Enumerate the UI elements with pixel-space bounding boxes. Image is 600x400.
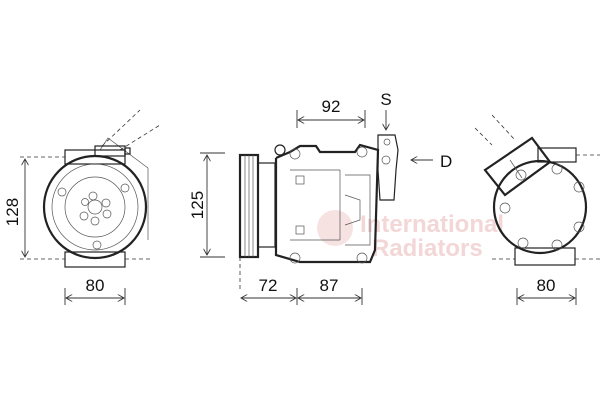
dimension-front-height: 128 [3, 156, 150, 260]
dimension-front-width: 80 [64, 276, 126, 305]
dimension-rear-width: 80 [516, 276, 577, 305]
watermark-logo: International Radiators [317, 210, 504, 262]
side-view [238, 134, 399, 290]
port-offset-label: 92 [322, 97, 341, 116]
dimension-side-lengths: 72 87 [241, 276, 363, 305]
svg-text:International: International [360, 211, 504, 238]
front-view [42, 109, 161, 268]
pulley-length-label: 72 [259, 276, 278, 295]
discharge-label: D [440, 152, 452, 171]
rear-width-label: 80 [537, 276, 556, 295]
dimension-port-offset: 92 [296, 97, 366, 128]
side-height-label: 125 [188, 191, 207, 219]
front-width-label: 80 [86, 276, 105, 295]
suction-port-marker: S [380, 90, 392, 130]
front-height-label: 128 [3, 198, 22, 226]
svg-text:Radiators: Radiators [372, 235, 483, 262]
discharge-port-marker: D [411, 152, 452, 171]
body-length-label: 87 [320, 276, 339, 295]
dimension-side-height: 125 [188, 152, 225, 258]
suction-label: S [380, 90, 391, 109]
rear-view [474, 114, 600, 266]
